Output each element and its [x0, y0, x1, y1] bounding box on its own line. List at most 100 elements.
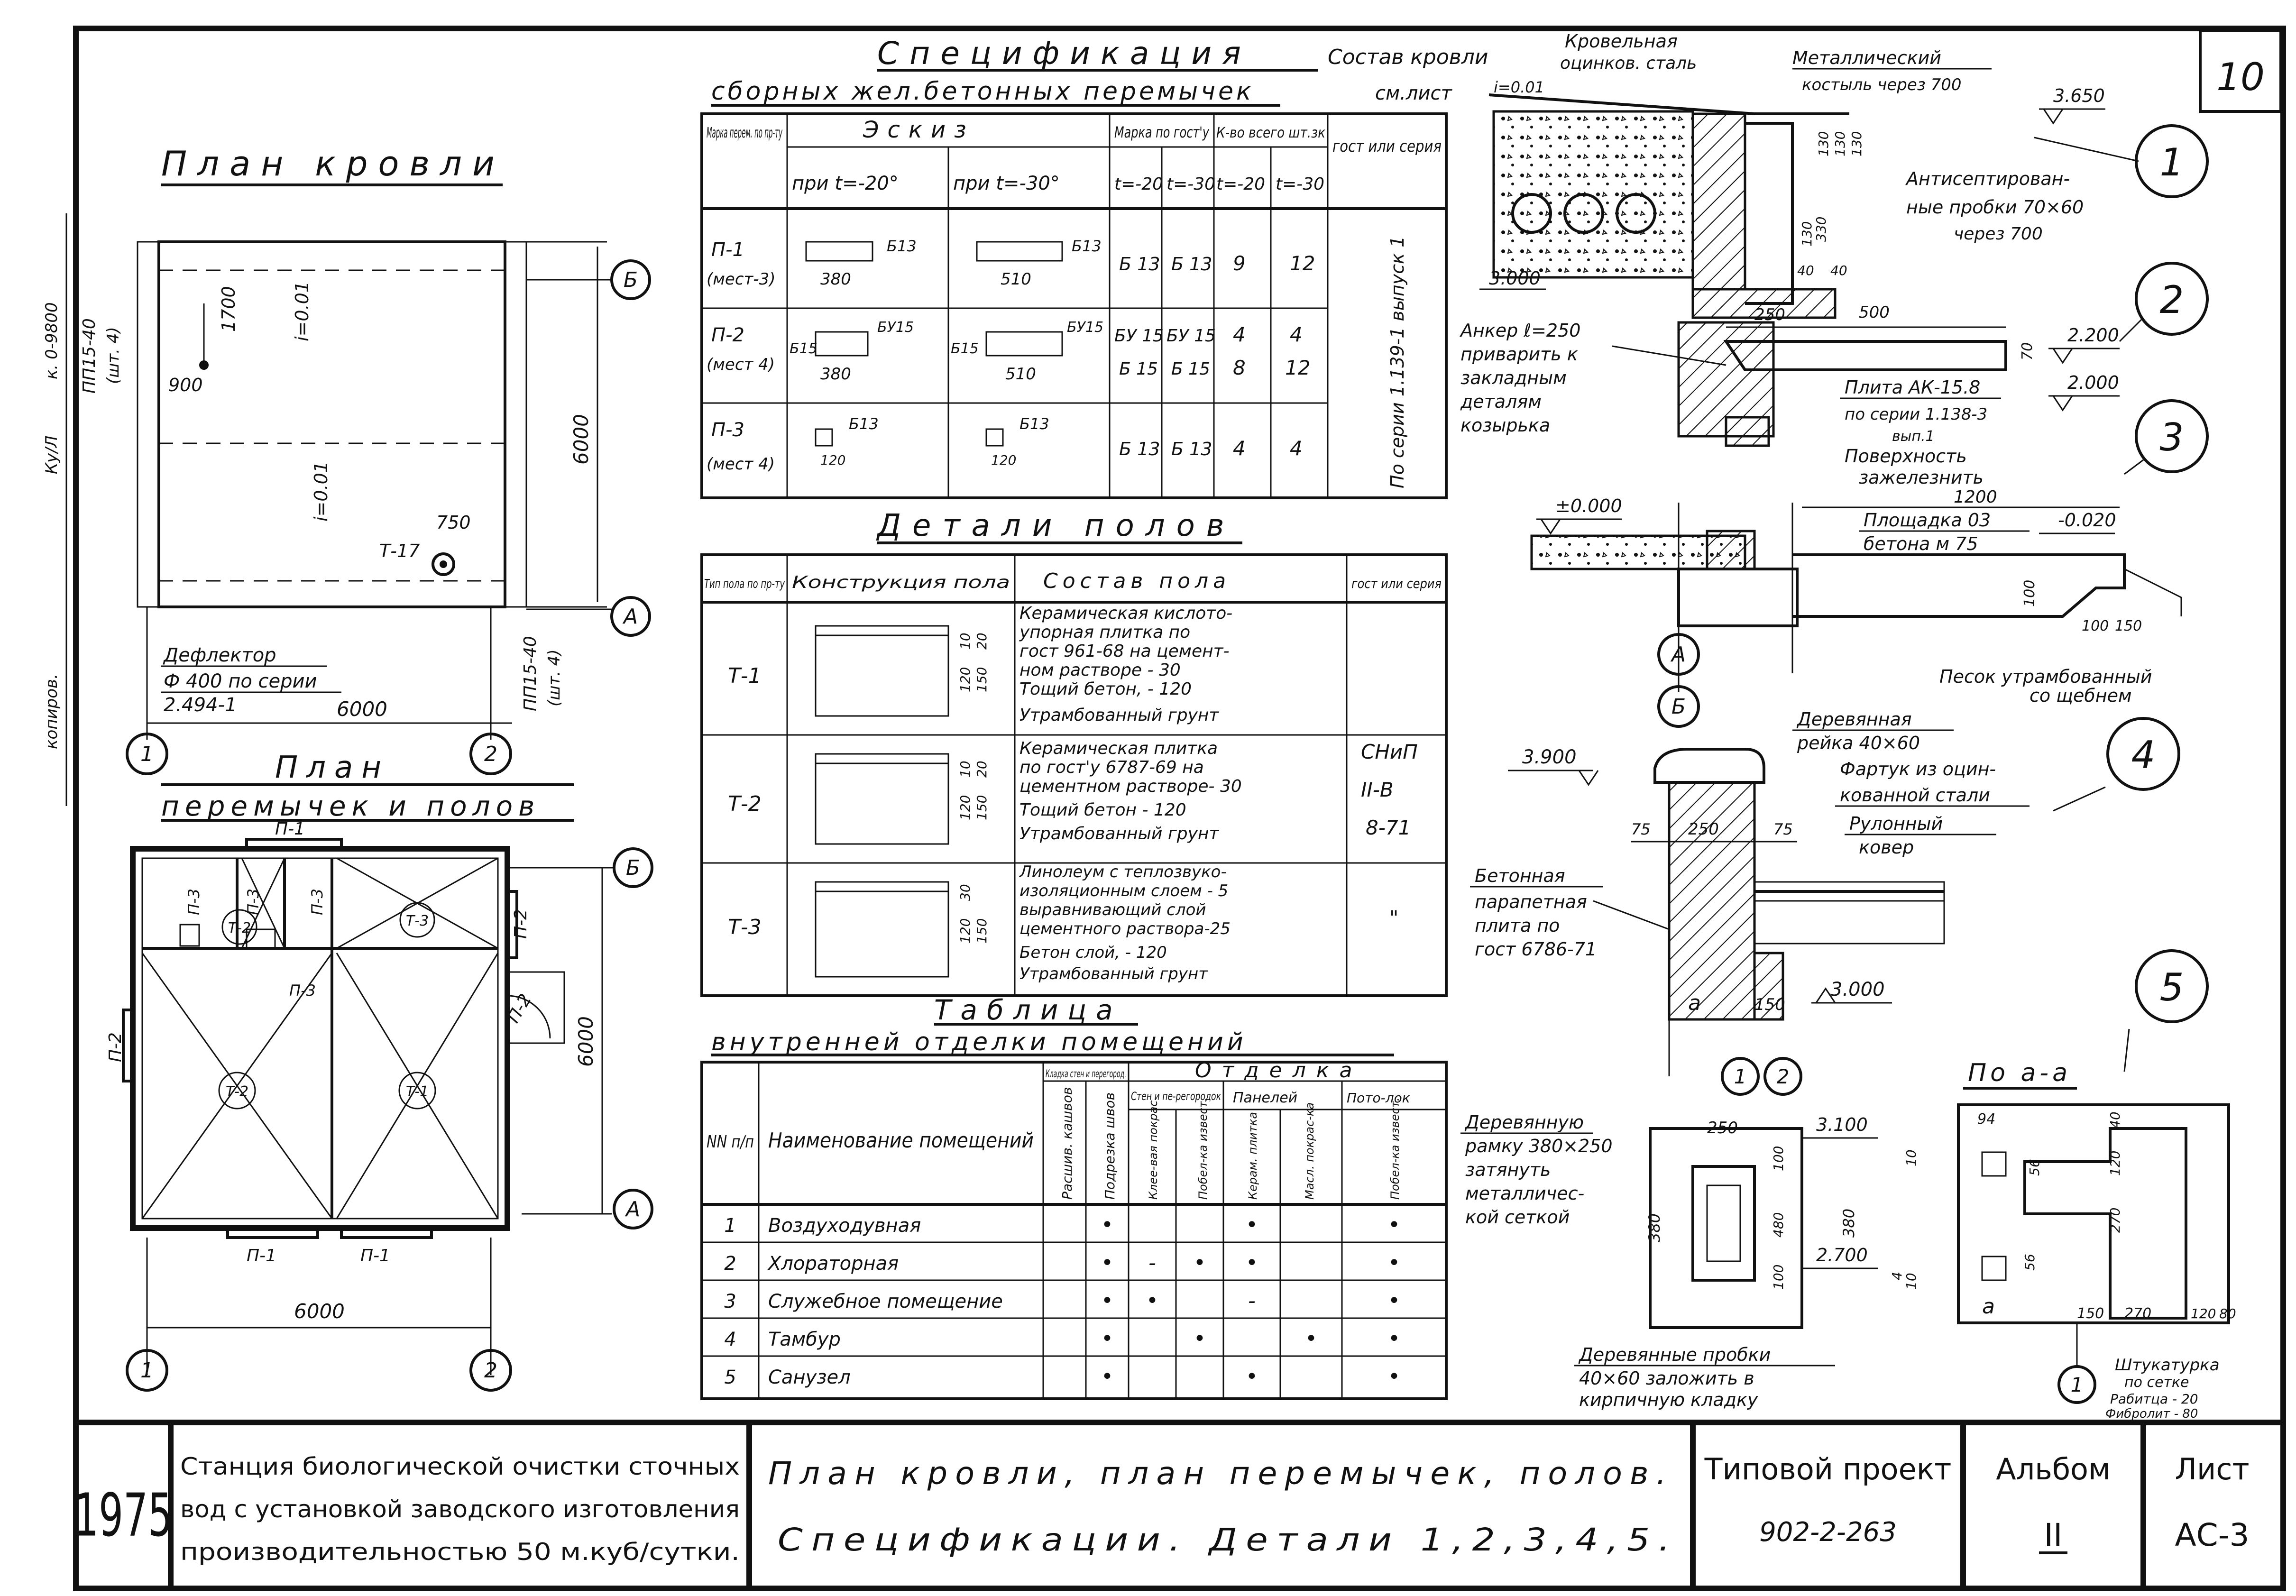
- finish-head-c2: Подрезка швов: [1102, 1092, 1118, 1200]
- spec-r1-place: (мест-3): [707, 270, 776, 289]
- d5-d250: 250: [1707, 1119, 1738, 1137]
- d5-frame-3: затянуть: [1465, 1159, 1551, 1180]
- floor-t1-line4: ном растворе - 30: [1019, 660, 1181, 680]
- spec-r3-q30: 4: [1290, 437, 1303, 460]
- finish-row-mark-c6: •: [1305, 1327, 1317, 1351]
- spec-r1-sk1: Б13: [887, 237, 917, 255]
- stamp-album-number: II: [2044, 1517, 2063, 1553]
- aa-stucco-2: по сетке: [2124, 1374, 2189, 1391]
- d1-d40a: 40: [1797, 263, 1814, 278]
- spec-r2-place: (мест 4): [707, 355, 775, 374]
- d5-d100b: 100: [1771, 1265, 1786, 1290]
- roof-axis-A: А: [622, 605, 638, 629]
- d1-plugs-3: через 700: [1954, 224, 2043, 244]
- floor-t1: Т-1: [406, 1083, 429, 1100]
- finish-head-panels: Панелей: [1233, 1090, 1297, 1106]
- d5-d380: 380: [1645, 1213, 1663, 1242]
- floor-t1-d2: 20: [974, 633, 990, 650]
- d4-carpet-2: ковер: [1859, 837, 1914, 858]
- d5-plugs-3: кирпичную кладку: [1579, 1389, 1758, 1410]
- d4-a: а: [1688, 991, 1701, 1015]
- d2-anchor-1: Анкер ℓ=250: [1459, 320, 1580, 341]
- floor-t2-type: Т-2: [728, 792, 762, 816]
- stamp-type-label: Типовой проект: [1704, 1452, 1952, 1486]
- finish-row-mark-c2: •: [1101, 1289, 1113, 1313]
- side-stamp-copy: копиров.: [42, 674, 61, 749]
- finish-row-name: Тамбур: [768, 1329, 841, 1350]
- d5-lvl-3100: 3.100: [1816, 1114, 1868, 1135]
- d5-lvl-2700: 2.700: [1816, 1245, 1868, 1266]
- roof-slope-bottom: i=0.01: [311, 461, 331, 522]
- spec-head-t20: t=-20: [1114, 174, 1163, 194]
- finish-row-name: Воздуходувная: [768, 1215, 921, 1237]
- floor-t1-line1: Керамическая кислото-: [1019, 604, 1232, 623]
- roof-deflector-1: Дефлектор: [163, 644, 276, 666]
- floor-gost-3: 8-71: [1366, 816, 1411, 839]
- spec-r3-sk1-len: 120: [820, 452, 845, 468]
- d1-lvl-3000: 3.000: [1489, 268, 1541, 289]
- finish-head-c3: Клее-вая покрас: [1147, 1101, 1160, 1200]
- d2-d250: 250: [1754, 305, 1785, 324]
- d5-d10b: 10: [1903, 1273, 1919, 1290]
- roof-dim-6000-bottom: 6000: [337, 697, 387, 721]
- floor-t2-d3: 120: [957, 795, 973, 820]
- d5-d100: 100: [1771, 1146, 1786, 1171]
- lintel-axis-1: 1: [140, 1358, 154, 1383]
- d3-d100b: 100: [2082, 618, 2109, 634]
- roof-composition-title: Состав кровли: [1328, 45, 1488, 69]
- lintel-spec: Спецификация сборных жел.бетонных перемы…: [700, 35, 1488, 499]
- d1-callout: 1: [2160, 140, 2184, 184]
- spec-r3-mark: П-3: [711, 419, 744, 441]
- roof-dim-6000-side: 6000: [569, 414, 593, 465]
- spec-head-qty: К-во всего шт.зк: [1216, 125, 1325, 141]
- aa-stucco-4: Фибролит - 80: [2105, 1407, 2198, 1421]
- lintel-axis-B: Б: [626, 856, 640, 880]
- floor-t3: Т-3: [406, 913, 429, 929]
- d4-parapet-4: гост 6786-71: [1475, 939, 1597, 960]
- spec-r3-sk2-len: 120: [991, 452, 1016, 468]
- stamp-project-3: производительностью 50 м.куб/сутки.: [180, 1538, 740, 1566]
- d3-d100: 100: [2021, 580, 2038, 607]
- floor-t1-line5: Тощий бетон, - 120: [1019, 679, 1192, 699]
- finish-row-name: Служебное помещение: [768, 1291, 1003, 1312]
- floor-head-type: Тип пола по пр-ту: [704, 577, 785, 591]
- d1-d130b: 130: [1832, 131, 1848, 156]
- spec-r2-sk2-len: 510: [1005, 365, 1036, 384]
- lintel-plan-title-1: План: [275, 750, 390, 785]
- finish-head-c6: Масл. покрас-ка: [1303, 1102, 1316, 1200]
- d1-d130c: 130: [1849, 131, 1864, 156]
- roof-axis-B: Б: [624, 268, 638, 292]
- roof-deflector-2: Ф 400 по серии: [164, 670, 317, 692]
- d3-surf-1: Поверхность: [1845, 446, 1967, 467]
- spec-r1-sk2-len: 510: [1001, 270, 1031, 289]
- stamp-sheet-number: АС-3: [2175, 1517, 2249, 1553]
- spec-r2-m30b: Б 15: [1171, 359, 1210, 379]
- d1-slope: i=0.01: [1494, 78, 1544, 96]
- d4-rail-1: Деревянная: [1796, 709, 1912, 730]
- floor-t3-d2: 120: [957, 918, 973, 944]
- d1-d130d: 130: [1799, 221, 1815, 247]
- stamp-project-2: вод с установкой заводского изготовления: [180, 1495, 740, 1523]
- finish-row-mark-c2: •: [1101, 1365, 1113, 1389]
- d5-d480: 480: [1771, 1212, 1786, 1238]
- d4-axis-1: 1: [1734, 1065, 1747, 1088]
- d3-axis-B: Б: [1671, 695, 1686, 719]
- spec-r1-sk2: Б13: [1072, 237, 1102, 255]
- floor-gost-1: СНиП: [1361, 740, 1418, 763]
- spec-r2-m30: БУ 15: [1166, 326, 1216, 346]
- side-stamp: копиров. Ку/Л к. 0-9800: [42, 213, 67, 806]
- detail-3: Поверхность зажелезнить 1200 Площадка 03…: [1530, 399, 2209, 728]
- title-block: 1975 Станция биологической очистки сточн…: [74, 1422, 2250, 1588]
- stamp-title-1: План кровли, план перемычек, полов.: [768, 1455, 1674, 1492]
- d4-apron-2: кованной стали: [1840, 785, 1990, 806]
- d3-callout: 3: [2160, 415, 2184, 459]
- roof-axis-2: 2: [484, 742, 497, 766]
- aa-d150: 150: [2077, 1305, 2104, 1322]
- aa-d120b: 120: [2191, 1306, 2216, 1321]
- d4-d250: 250: [1688, 820, 1719, 839]
- d5-frame-4: металличес-: [1465, 1183, 1584, 1204]
- d5-plugs-2: 40×60 заложить в: [1579, 1368, 1754, 1389]
- spec-head-gost: гост или серия: [1332, 137, 1442, 156]
- stamp-type-number: 902-2-263: [1759, 1517, 1897, 1548]
- finish-row-mark-c3: •: [1146, 1289, 1158, 1313]
